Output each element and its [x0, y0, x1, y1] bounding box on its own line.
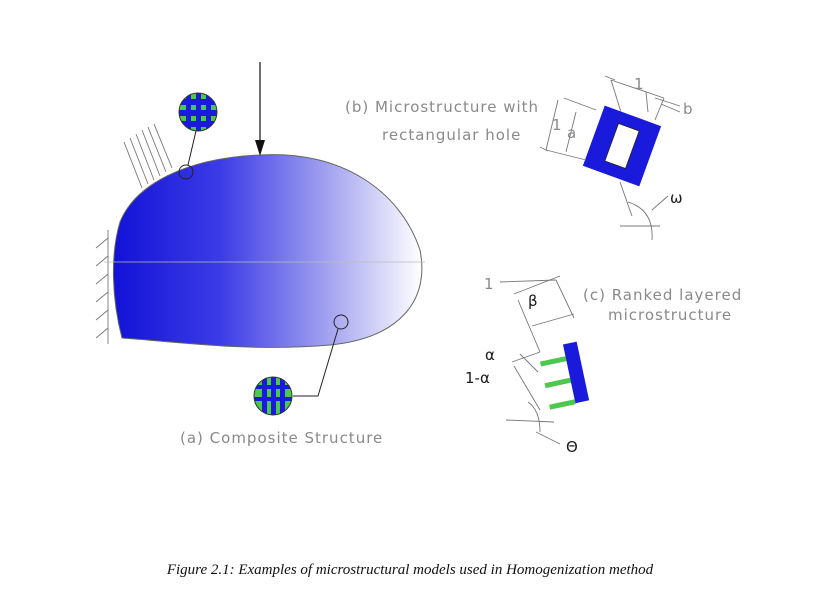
- layered-cell: [540, 341, 590, 410]
- one-minus-alpha-label: 1-α: [465, 369, 490, 387]
- panel-a-label: (a) Composite Structure: [180, 429, 383, 447]
- dim-b: b: [683, 100, 693, 118]
- dim-one-top: 1: [634, 75, 644, 93]
- dimension-lines-b: [539, 75, 681, 241]
- theta-label: Θ: [566, 438, 578, 456]
- detail-marker-top: [178, 164, 194, 180]
- microstructure-zoom-bottom: [253, 376, 293, 416]
- beta-label: β: [528, 292, 538, 310]
- angle-omega: ω: [670, 189, 683, 207]
- dim-one-left: 1: [552, 116, 562, 134]
- alpha-label: α: [485, 346, 495, 364]
- panel-c-label-line1: (c) Ranked layered: [583, 286, 742, 304]
- distributed-load-lines: [123, 123, 173, 189]
- composite-body: [112, 154, 423, 348]
- dim-one-c: 1: [484, 275, 494, 293]
- panel-b-label-line1: (b) Microstructure with: [345, 98, 539, 116]
- load-arrow: [255, 62, 265, 156]
- detail-marker-bottom: [333, 314, 349, 330]
- composite-structure-panel: (a) Composite Structure: [95, 62, 425, 447]
- figure-caption: Figure 2.1: Examples of microstructural …: [166, 562, 654, 578]
- unit-cell-with-hole: [582, 105, 662, 187]
- dimension-lines-c: [499, 275, 575, 445]
- fixed-support-hatch: [95, 230, 109, 344]
- microstructure-zoom-top: [178, 92, 218, 132]
- panel-c-label-line2: microstructure: [608, 306, 732, 324]
- rectangular-hole-panel: (b) Microstructure with rectangular hole: [345, 75, 693, 241]
- panel-b-label-line2: rectangular hole: [382, 126, 521, 144]
- ranked-layered-panel: (c) Ranked layered microstructure 1 β α …: [465, 275, 742, 456]
- dim-a: a: [567, 124, 576, 142]
